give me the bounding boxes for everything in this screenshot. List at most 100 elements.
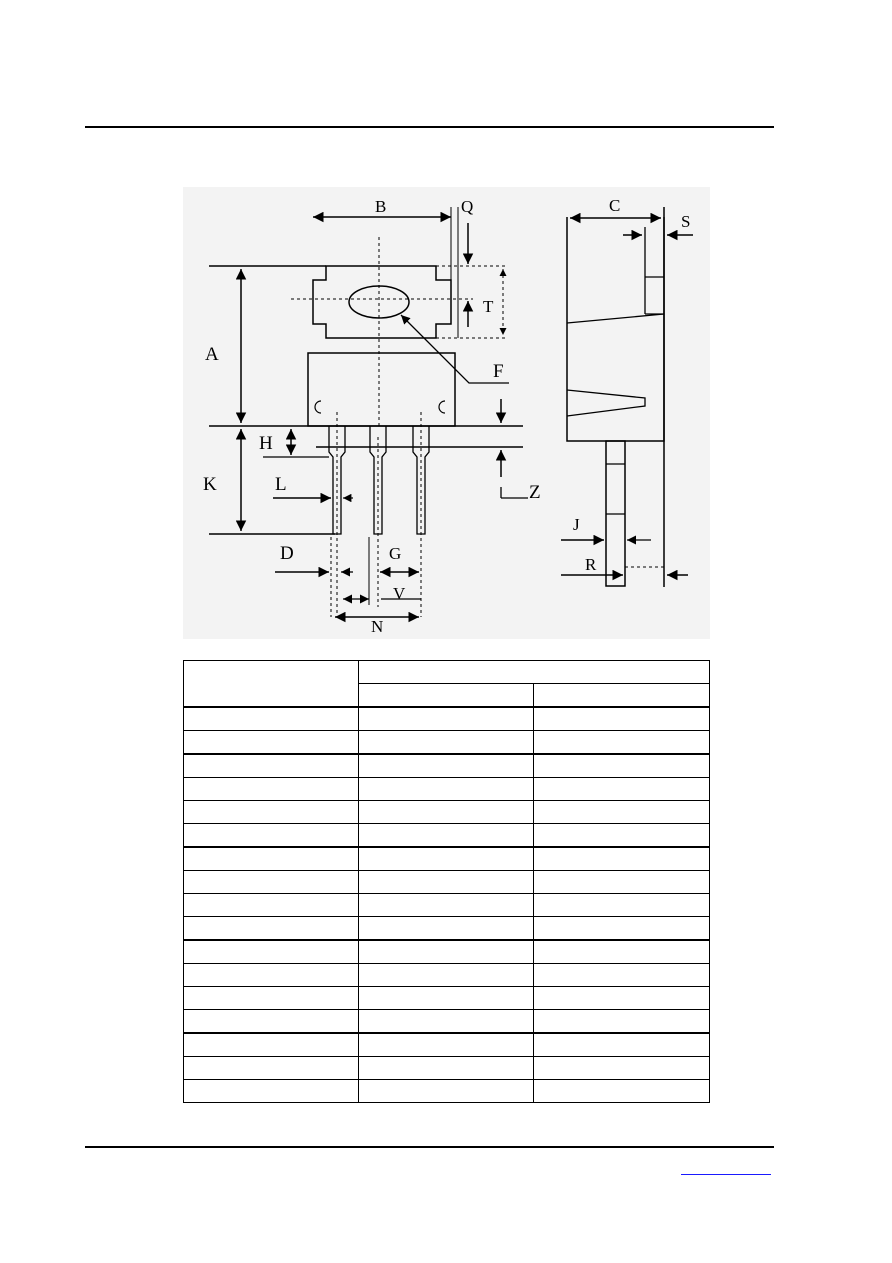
table-cell — [357, 800, 535, 824]
table-cell — [357, 1032, 535, 1057]
table-cell — [533, 916, 710, 941]
table-cell — [357, 916, 535, 941]
leads — [328, 426, 430, 535]
table-cell — [533, 1079, 710, 1103]
dim-label-a: A — [205, 344, 219, 365]
dim-label-n: N — [371, 617, 383, 636]
table-cell — [357, 823, 535, 848]
mounting-hole — [348, 285, 410, 319]
table-cell — [357, 1056, 535, 1080]
table-cell — [533, 1032, 710, 1057]
header-group-cell — [357, 660, 711, 684]
table-row — [183, 1009, 710, 1034]
table-cell — [357, 986, 535, 1010]
header-dim-cell — [183, 660, 359, 708]
table-row — [183, 963, 710, 987]
table-cell — [533, 777, 710, 801]
table-cell — [183, 916, 359, 941]
table-cell — [533, 986, 710, 1010]
table-cell — [533, 963, 710, 987]
table-cell — [533, 753, 710, 778]
table-row — [183, 916, 710, 941]
table-cell — [183, 870, 359, 894]
table-cell — [183, 1032, 359, 1057]
table-cell — [183, 1009, 359, 1034]
dim-label-s: S — [681, 212, 690, 231]
table-cell — [357, 706, 535, 731]
table-cell — [183, 1056, 359, 1080]
header-min-cell — [357, 683, 535, 708]
dim-label-r: R — [585, 555, 597, 574]
table-row — [183, 1056, 710, 1080]
dim-label-k: K — [203, 474, 217, 495]
dim-label-l: L — [275, 474, 287, 495]
table-cell — [357, 870, 535, 894]
table-row — [183, 1079, 710, 1103]
table-cell — [357, 963, 535, 987]
table-row — [183, 730, 710, 755]
footer-rule — [85, 1146, 774, 1148]
dim-label-v: V — [393, 584, 406, 603]
table-row — [183, 706, 710, 731]
table-cell — [533, 870, 710, 894]
footer-link[interactable] — [681, 1160, 771, 1175]
package-body — [307, 352, 456, 427]
table-row — [183, 893, 710, 917]
dim-label-b: B — [375, 197, 386, 216]
table-cell — [183, 753, 359, 778]
table-cell — [183, 893, 359, 917]
table-cell — [183, 777, 359, 801]
table-cell — [183, 986, 359, 1010]
dim-label-h: H — [259, 433, 273, 454]
dim-label-q: Q — [461, 197, 473, 216]
table-row — [183, 777, 710, 801]
dim-label-f: F — [493, 361, 504, 382]
table-cell — [357, 777, 535, 801]
table-row — [183, 823, 710, 848]
table-row — [183, 1032, 710, 1057]
table-row — [183, 846, 710, 871]
table-cell — [357, 846, 535, 871]
table-cell — [533, 730, 710, 755]
table-cell — [357, 730, 535, 755]
dim-label-z: Z — [529, 482, 541, 503]
table-cell — [533, 893, 710, 917]
table-cell — [183, 823, 359, 848]
mounting-tab — [312, 265, 452, 339]
table-cell — [357, 753, 535, 778]
dim-label-d: D — [280, 543, 294, 564]
table-cell — [357, 893, 535, 917]
table-header-row — [183, 660, 711, 708]
package-outline-drawing: A B C D F G H J K L N Q R S T V Z — [183, 187, 710, 639]
header-rule — [85, 126, 774, 128]
table-cell — [533, 846, 710, 871]
table-subheader-row — [184, 683, 710, 708]
header-max-cell — [533, 683, 710, 708]
table-row — [183, 870, 710, 894]
dim-label-t: T — [483, 297, 494, 316]
table-row — [183, 800, 710, 824]
dim-label-c: C — [609, 196, 620, 215]
table-cell — [183, 800, 359, 824]
dimensions-table — [183, 660, 711, 1103]
table-row — [183, 753, 710, 778]
table-cell — [183, 730, 359, 755]
table-cell — [533, 800, 710, 824]
table-row — [183, 939, 710, 964]
table-cell — [357, 1009, 535, 1034]
table-cell — [183, 846, 359, 871]
table-cell — [533, 823, 710, 848]
table-cell — [183, 1079, 359, 1103]
table-cell — [183, 939, 359, 964]
table-row — [183, 986, 710, 1010]
table-cell — [183, 706, 359, 731]
dim-label-j: J — [573, 515, 580, 534]
table-cell — [533, 706, 710, 731]
table-cell — [357, 1079, 535, 1103]
table-cell — [357, 939, 535, 964]
table-cell — [183, 963, 359, 987]
table-cell — [533, 1009, 710, 1034]
table-cell — [533, 1056, 710, 1080]
table-cell — [533, 939, 710, 964]
side-view-body — [566, 217, 665, 442]
